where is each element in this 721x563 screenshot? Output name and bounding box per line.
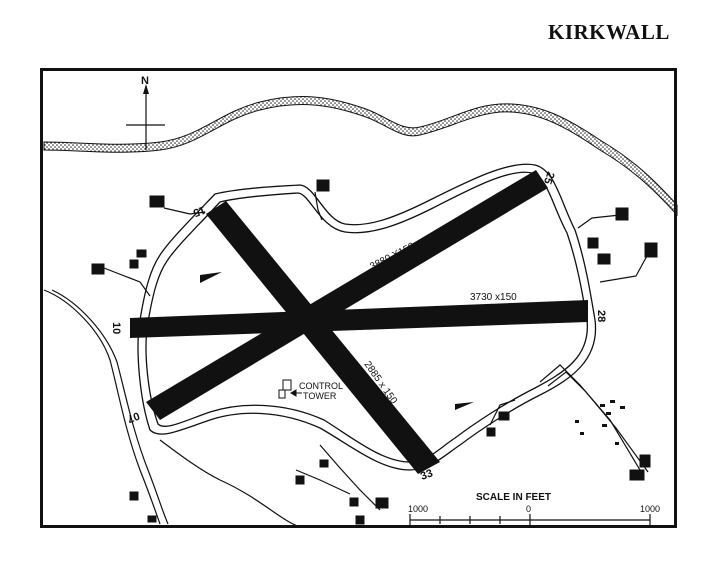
runway-15-33 (206, 201, 440, 474)
runway-end-15: 15 (191, 203, 207, 218)
dispersal-marks (575, 400, 625, 445)
roads (43, 191, 649, 528)
map-frame (40, 68, 677, 528)
buildings (91, 179, 658, 525)
control-tower-icon (278, 379, 302, 399)
runway-end-07: 07 (125, 409, 141, 424)
control-tower-label-2: TOWER (303, 391, 337, 401)
scale-bar (409, 514, 651, 526)
map-title: KIRKWALL (548, 20, 670, 44)
runway-10-28 (130, 300, 588, 338)
runway-end-33: 33 (419, 467, 435, 482)
runways (130, 170, 588, 474)
scale-title: SCALE IN FEET (476, 492, 551, 503)
runway-end-28: 28 (595, 310, 607, 322)
north-arrow-icon (126, 84, 165, 150)
coastline (43, 96, 678, 217)
scale-tick-right: 1000 (640, 504, 660, 514)
control-tower-label-1: CONTROL (299, 381, 343, 391)
runway-07-25 (146, 170, 548, 420)
scale-tick-zero: 0 (526, 504, 531, 514)
scale-tick-left: 1000 (408, 504, 428, 514)
marker-arrow-icon (200, 272, 222, 283)
marker-arrow-icon (455, 402, 474, 410)
runway-end-10: 10 (110, 322, 122, 334)
north-label: N (141, 75, 149, 87)
runway-label-3730: 3730 x150 (470, 292, 517, 303)
runway-end-25: 25 (541, 170, 556, 186)
